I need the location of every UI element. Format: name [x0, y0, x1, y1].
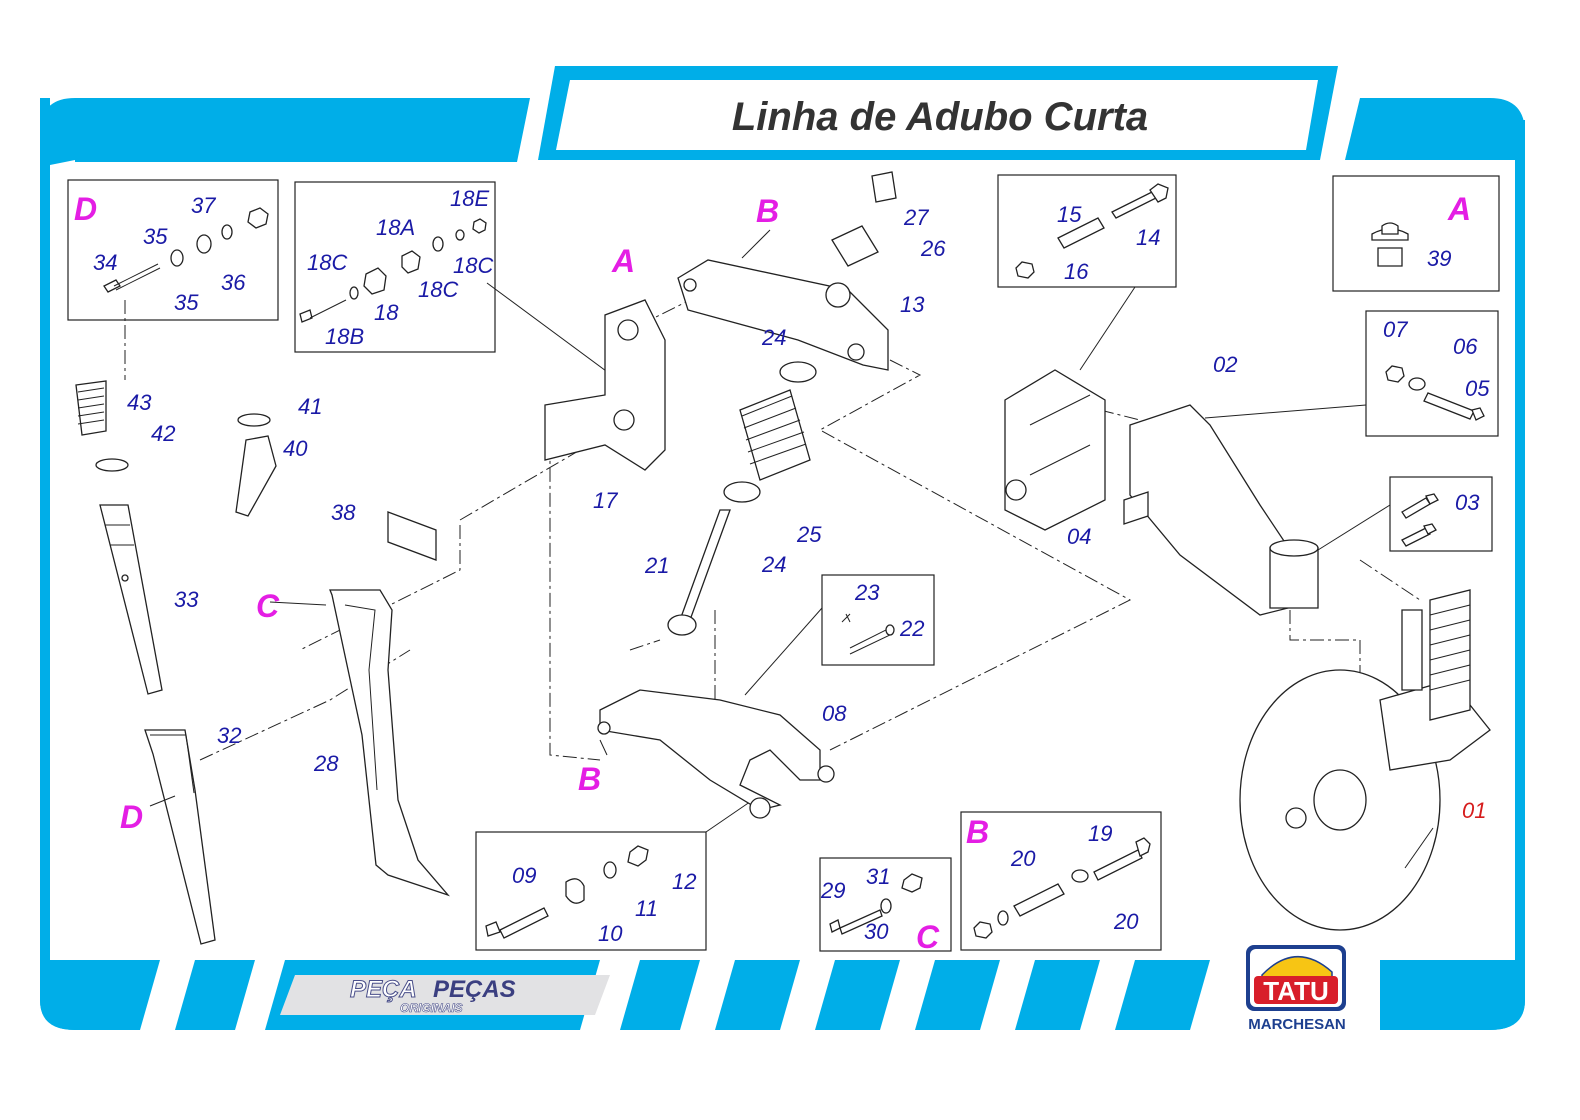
label-24-bottom: 24 — [761, 552, 786, 577]
tatu-marchesan-logo: TATU MARCHESAN — [1246, 945, 1346, 1033]
letter-b-bottom: B — [578, 761, 601, 797]
label-37: 37 — [191, 193, 216, 218]
pecas-ghost-text: PEÇA — [350, 976, 417, 1003]
label-33: 33 — [174, 587, 199, 612]
label-43: 43 — [127, 390, 152, 415]
label-18b: 18B — [325, 324, 364, 349]
label-01: 01 — [1462, 798, 1486, 823]
label-14: 14 — [1136, 225, 1160, 250]
label-18: 18 — [374, 300, 399, 325]
detail-box-05-07 — [1204, 310, 1499, 437]
label-18e: 18E — [450, 186, 489, 211]
detail-box-03 — [1309, 476, 1493, 556]
label-23: 23 — [854, 580, 880, 605]
page-title: Linha de Adubo Curta — [732, 95, 1148, 139]
label-21: 21 — [644, 553, 669, 578]
letter-d-assembly: D — [120, 799, 143, 835]
label-42: 42 — [151, 421, 175, 446]
label-04: 04 — [1067, 524, 1091, 549]
label-03: 03 — [1455, 490, 1480, 515]
marchesan-text: MARCHESAN — [1248, 1016, 1346, 1033]
label-28: 28 — [313, 751, 339, 776]
label-18c-mid: 18C — [418, 277, 458, 302]
detail-box-b — [960, 811, 1162, 951]
letter-a-assembly: A — [611, 243, 635, 279]
title-box: Linha de Adubo Curta — [538, 66, 1338, 160]
label-10: 10 — [598, 921, 623, 946]
assembly-drawing — [75, 171, 1491, 945]
letter-c-assembly: C — [256, 588, 280, 624]
pecas-originais-logo: PEÇA PEÇAS ORIGINAIS — [350, 976, 516, 1016]
label-35-top: 35 — [143, 224, 168, 249]
detail-box-d — [67, 179, 279, 321]
label-12: 12 — [672, 869, 696, 894]
label-13: 13 — [900, 292, 925, 317]
detail-letters: D A A B B B C C D — [74, 191, 1471, 955]
label-41: 41 — [298, 394, 322, 419]
label-25: 25 — [796, 522, 822, 547]
label-20-left: 20 — [1010, 846, 1036, 871]
letter-a-box: A — [1447, 191, 1471, 227]
label-18a: 18A — [376, 215, 415, 240]
label-16: 16 — [1064, 259, 1089, 284]
label-30: 30 — [864, 919, 889, 944]
label-17: 17 — [593, 488, 618, 513]
label-18c-left: 18C — [307, 250, 347, 275]
label-19: 19 — [1088, 821, 1112, 846]
label-24-top: 24 — [761, 325, 786, 350]
tatu-text: TATU — [1263, 976, 1328, 1006]
label-08: 08 — [822, 701, 847, 726]
label-40: 40 — [283, 436, 308, 461]
letter-b-box: B — [966, 814, 989, 850]
detail-box-c — [819, 857, 952, 952]
label-26: 26 — [920, 236, 946, 261]
letter-b-top: B — [756, 193, 779, 229]
label-39: 39 — [1427, 246, 1451, 271]
blue-frame — [40, 98, 1525, 1030]
originais-text: ORIGINAIS — [400, 1001, 463, 1015]
label-29: 29 — [820, 878, 845, 903]
detail-box-18 — [294, 181, 626, 386]
label-11: 11 — [635, 896, 658, 921]
label-22: 22 — [899, 616, 924, 641]
letter-c-box: C — [916, 919, 940, 955]
label-34: 34 — [93, 250, 117, 275]
label-38: 38 — [331, 500, 356, 525]
label-15: 15 — [1057, 202, 1082, 227]
label-36: 36 — [221, 270, 246, 295]
label-32: 32 — [217, 723, 241, 748]
label-35-bottom: 35 — [174, 290, 199, 315]
detail-box-15-14 — [997, 174, 1177, 371]
pecas-main-text: PEÇAS — [433, 976, 516, 1003]
label-20-right: 20 — [1113, 909, 1139, 934]
letter-d-box: D — [74, 191, 97, 227]
label-06: 06 — [1453, 334, 1478, 359]
detail-box-23-22 — [744, 574, 935, 696]
label-09: 09 — [512, 863, 536, 888]
label-31: 31 — [866, 864, 890, 889]
detail-box-09-12 — [475, 794, 761, 951]
detail-box-a — [1332, 175, 1500, 292]
part-labels: 01 02 03 04 05 06 07 08 09 10 11 12 13 1… — [93, 186, 1490, 946]
label-02: 02 — [1213, 352, 1237, 377]
label-18c-right: 18C — [453, 253, 493, 278]
label-05: 05 — [1465, 376, 1490, 401]
label-07: 07 — [1383, 317, 1408, 342]
label-27: 27 — [903, 205, 929, 230]
